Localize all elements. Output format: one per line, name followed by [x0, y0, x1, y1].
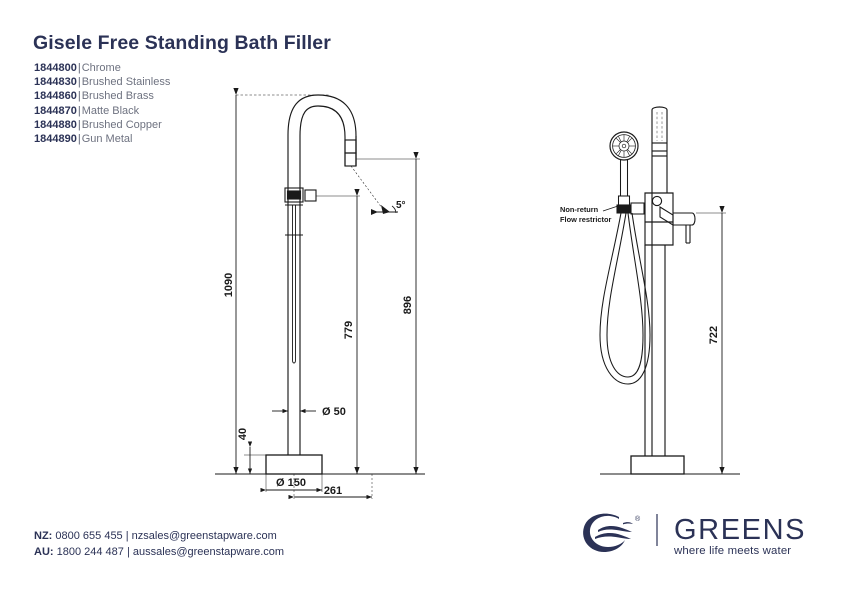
dimension-722	[696, 205, 726, 474]
contact-row-au: AU: 1800 244 487 | aussales@greenstapwar…	[34, 544, 284, 560]
variant-row: 1844880|Brushed Copper	[34, 118, 170, 132]
contact-country-nz: NZ:	[34, 530, 53, 542]
riser-hatch	[656, 112, 663, 141]
annotation-leader-line	[602, 204, 622, 212]
dimension-angle-5deg	[350, 165, 398, 215]
variant-code: 1844880	[34, 118, 77, 131]
brand-tagline: where life meets water	[673, 545, 791, 557]
contact-row-nz: NZ: 0800 655 455 | nzsales@greenstapware…	[34, 528, 284, 544]
footer-contacts: NZ: 0800 655 455 | nzsales@greenstapware…	[34, 528, 284, 560]
variant-finish: Brushed Copper	[81, 118, 162, 131]
mixer-valve-body	[284, 187, 304, 236]
mixer-lever-stub	[304, 189, 317, 202]
dimension-40-label: 40	[237, 428, 249, 440]
variant-finish: Matte Black	[81, 104, 140, 117]
registered-trademark-mark: ®	[635, 515, 641, 523]
variant-finish: Brushed Brass	[81, 90, 154, 103]
riser-column	[287, 190, 301, 455]
dimension-dia50-label: Ø 50	[322, 406, 346, 418]
dimension-779	[316, 188, 360, 474]
contact-phone-nz[interactable]: 0800 655 455	[55, 530, 123, 542]
annotation-line-1: Non-return	[560, 205, 599, 214]
handshower-handle	[617, 160, 631, 206]
brand-logo: ® GREENS where life meets water	[578, 508, 813, 560]
base-plate	[265, 454, 323, 475]
dimension-896-label: 896	[402, 296, 414, 314]
page-title: Gisele Free Standing Bath Filler	[33, 32, 331, 54]
variant-separator: |	[77, 90, 81, 103]
variant-row: 1844800|Chrome	[34, 61, 170, 75]
variant-finish: Gun Metal	[81, 133, 133, 146]
annotation-line-2: Flow restrictor	[560, 215, 611, 224]
variant-code: 1844800	[34, 62, 77, 74]
variant-row: 1844830|Brushed Stainless	[34, 75, 170, 89]
contact-separator: |	[126, 546, 130, 558]
dimension-896	[356, 151, 420, 474]
brand-wordmark: GREENS	[674, 514, 806, 546]
dimension-angle-label: 5°	[396, 200, 406, 211]
dimension-261-label: 261	[324, 485, 342, 497]
side-lower-riser	[644, 245, 666, 456]
variant-finish: Chrome	[81, 62, 121, 74]
contact-email-nz[interactable]: nzsales@greenstapware.com	[131, 530, 277, 542]
variant-row: 1844870|Matte Black	[34, 104, 170, 118]
dimension-40	[244, 441, 268, 475]
side-view-group: Non-return Flow restrictor 722	[560, 106, 740, 475]
contact-country-au: AU:	[34, 546, 54, 558]
variant-separator: |	[77, 118, 81, 131]
side-riser-column	[651, 106, 668, 193]
brand-logo-svg: ® GREENS where life meets water	[583, 513, 806, 557]
contact-email-au[interactable]: aussales@greenstapware.com	[132, 546, 285, 558]
handshower-head	[609, 131, 639, 161]
contact-phone-au[interactable]: 1800 244 487	[56, 546, 124, 558]
variant-row: 1844860|Brushed Brass	[34, 89, 170, 103]
variant-separator: |	[77, 62, 81, 74]
variant-code-list: 1844800|Chrome 1844830|Brushed Stainless…	[34, 61, 170, 146]
dimension-261	[288, 474, 373, 500]
variant-code: 1844830	[34, 76, 77, 89]
dimension-779-label: 779	[343, 321, 355, 339]
flow-restrictor-fitting	[616, 202, 645, 215]
variant-code: 1844870	[34, 104, 77, 117]
side-base-plate	[630, 455, 685, 475]
variant-code: 1844860	[34, 90, 77, 103]
variant-code: 1844890	[34, 133, 77, 146]
side-mixer-body	[644, 192, 674, 246]
dimension-1090	[233, 87, 330, 474]
variant-separator: |	[77, 104, 81, 117]
front-view-group: 1090 896 779 40	[215, 87, 425, 500]
dimension-1090-label: 1090	[223, 273, 235, 297]
riser-inner-slot	[292, 205, 296, 364]
gooseneck-spout	[287, 94, 357, 190]
spray-face-pattern	[613, 135, 635, 157]
variant-separator: |	[77, 133, 81, 146]
variant-separator: |	[77, 76, 81, 89]
greens-wave-g-icon: ®	[583, 513, 641, 552]
dimension-dia150-label: Ø 150	[276, 477, 306, 489]
variant-finish: Brushed Stainless	[81, 76, 171, 89]
dimension-722-label: 722	[708, 326, 720, 344]
side-mixer-lever	[659, 206, 696, 244]
variant-row: 1844890|Gun Metal	[34, 132, 170, 146]
contact-separator: |	[125, 530, 129, 542]
shower-hose	[599, 212, 651, 385]
